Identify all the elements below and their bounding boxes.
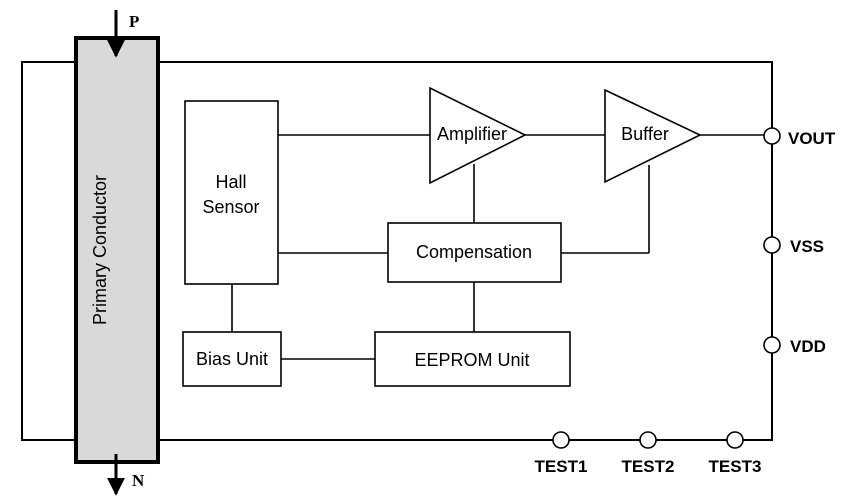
- pin-test1-label: TEST1: [535, 457, 588, 476]
- hall-sensor-label-line1: Hall: [215, 172, 246, 192]
- bias-unit-label: Bias Unit: [196, 349, 268, 369]
- pin-vss: [763, 236, 781, 254]
- eeprom-unit-block: [374, 331, 571, 387]
- bias-unit-block: [182, 331, 282, 387]
- pin-test1: [552, 431, 570, 449]
- pin-vout-label: VOUT: [788, 129, 836, 148]
- hall-sensor-block: [184, 100, 279, 285]
- hall-sensor-label-line2: Sensor: [202, 197, 259, 217]
- pin-vdd-label: VDD: [790, 337, 826, 356]
- primary-conductor: [74, 36, 160, 464]
- eeprom-unit-label: EEPROM Unit: [414, 350, 529, 370]
- pin-test3-label: TEST3: [709, 457, 762, 476]
- amplifier-label: Amplifier: [437, 124, 507, 144]
- signal-wires: [231, 134, 764, 360]
- pin-test2: [639, 431, 657, 449]
- pin-vss-label: VSS: [790, 237, 824, 256]
- pin-vout: [763, 127, 781, 145]
- compensation-label: Compensation: [416, 242, 532, 262]
- pin-test2-label: TEST2: [622, 457, 675, 476]
- compensation-block: [387, 222, 562, 283]
- current-out-label: N: [132, 471, 145, 490]
- current-in-label: P: [129, 12, 139, 31]
- pin-vdd: [763, 336, 781, 354]
- amplifier-block: [429, 86, 527, 185]
- buffer-block: [604, 88, 702, 184]
- primary-conductor-label: Primary Conductor: [90, 175, 110, 325]
- pin-test3: [726, 431, 744, 449]
- buffer-label: Buffer: [621, 124, 669, 144]
